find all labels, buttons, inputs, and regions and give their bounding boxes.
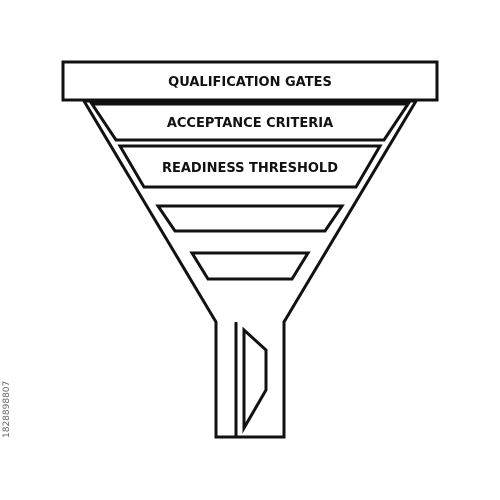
funnel-stage-4	[155, 204, 345, 233]
stage-3-band	[117, 144, 383, 189]
stage-1-label: QUALIFICATION GATES	[168, 75, 332, 90]
stage-3-label: READINESS THRESHOLD	[162, 161, 338, 176]
funnel-stage-1: QUALIFICATION GATES	[61, 60, 439, 102]
spout-inner-panel	[242, 326, 268, 434]
stage-4-band	[155, 204, 345, 233]
stock-id-label: 1828898807	[2, 380, 12, 438]
funnel-stage-5	[189, 251, 311, 281]
funnel-stage-3: READINESS THRESHOLD	[117, 144, 383, 189]
stage-5-band	[189, 251, 311, 281]
funnel-stage-2: ACCEPTANCE CRITERIA	[89, 102, 411, 142]
stage-2-label: ACCEPTANCE CRITERIA	[167, 116, 333, 131]
stage-1-band	[61, 60, 439, 102]
stage-2-band	[89, 102, 411, 142]
